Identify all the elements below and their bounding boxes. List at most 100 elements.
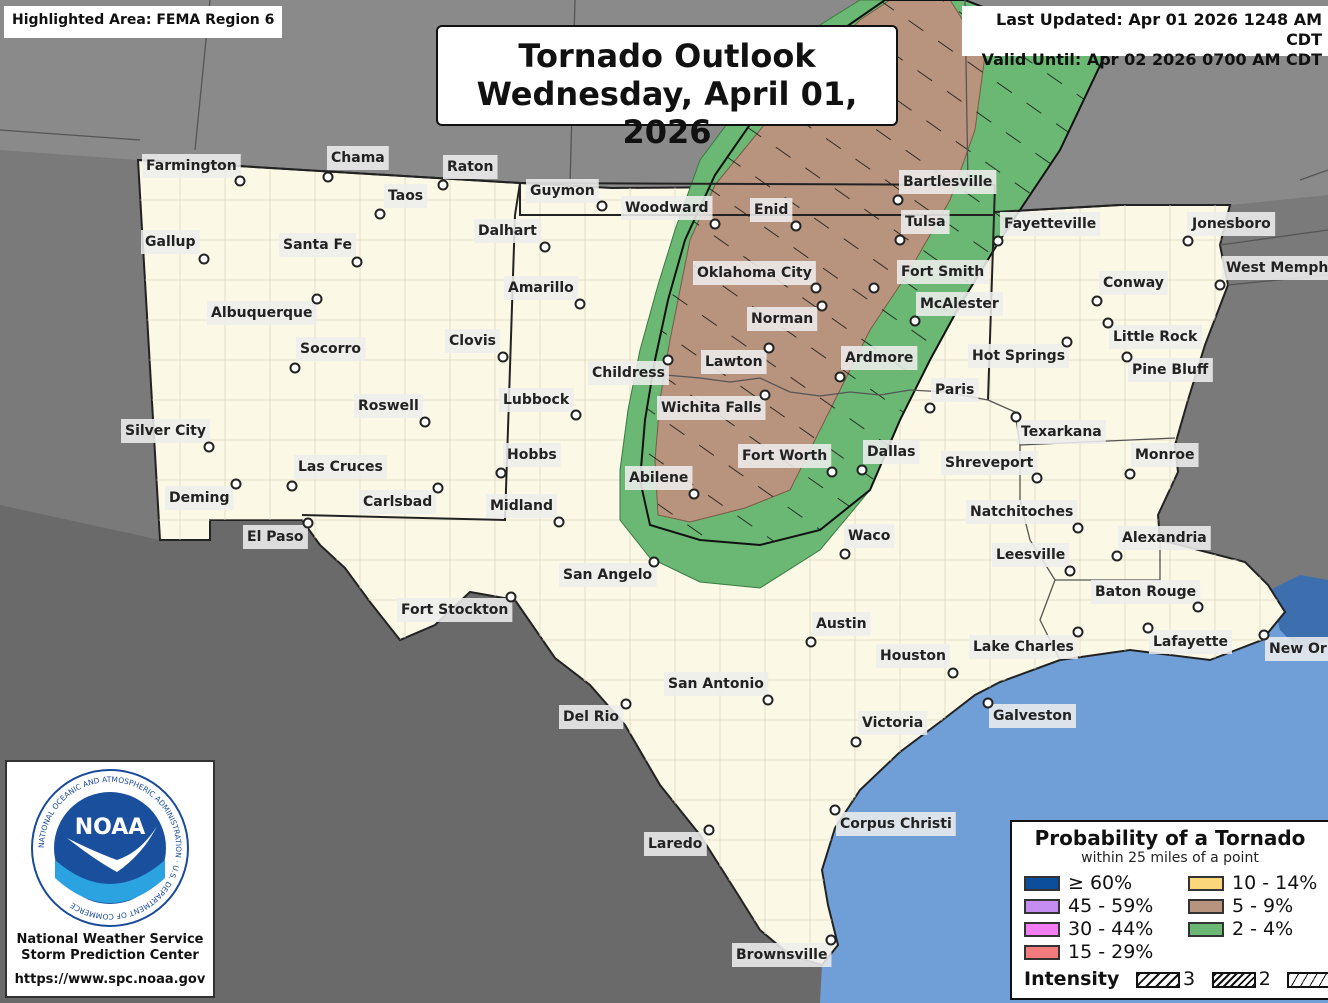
city-label-background (1128, 358, 1213, 382)
city-label-background (1091, 580, 1201, 604)
city-label: Shreveport (945, 455, 1034, 471)
city-label: Alexandria (1122, 530, 1207, 546)
city-label-background (526, 179, 599, 203)
city-marker: Paris (924, 378, 979, 414)
city-dot (662, 354, 674, 366)
city-label: Las Cruces (298, 459, 383, 475)
city-dot (839, 548, 851, 560)
city-label-background (931, 378, 979, 402)
city-label: Abilene (629, 470, 688, 486)
city-marker: Houston (876, 644, 959, 679)
legend-item-label: 5 - 9% (1232, 895, 1294, 917)
legend-swatch (1188, 876, 1224, 891)
update-info-box: Last Updated: Apr 01 2026 1248 AM CDT Va… (962, 6, 1328, 69)
city-marker: Hot Springs (968, 336, 1073, 368)
city-label: Leesville (996, 547, 1065, 563)
city-label-background (989, 704, 1076, 728)
city-label: Lawton (705, 354, 763, 370)
city-marker: Santa Fe (279, 233, 363, 268)
city-label-background (621, 196, 713, 220)
city-label-background (443, 155, 498, 179)
city-marker: Natchitoches (966, 500, 1084, 534)
city-marker: Carlsbad (359, 482, 444, 514)
city-label: Midland (490, 498, 553, 514)
legend-swatch (1024, 876, 1060, 891)
city-marker: McAlester (909, 292, 1003, 327)
city-label: Enid (754, 202, 788, 218)
city-marker: Waco (839, 524, 895, 560)
city-label: San Antonio (668, 676, 764, 692)
city-marker: Shreveport (941, 451, 1043, 484)
city-label: Fort Smith (901, 264, 984, 280)
intensity-3-swatch (1136, 971, 1181, 988)
city-marker: Pine Bluff (1121, 351, 1213, 382)
city-label-background (559, 705, 624, 729)
city-marker: Corpus Christi (829, 804, 956, 836)
city-label: Conway (1103, 275, 1164, 291)
city-label: Oklahoma City (697, 265, 812, 281)
city-dot (703, 824, 715, 836)
city-dot (553, 516, 565, 528)
legend-item-label: 2 - 4% (1232, 918, 1294, 940)
city-label-background (397, 598, 513, 622)
spc-url: https://www.spc.noaa.gov (14, 972, 206, 987)
city-marker: Guymon (526, 179, 608, 212)
city-label-background (701, 350, 767, 374)
city-label-background (1099, 271, 1168, 295)
city-marker: Texarkana (1010, 411, 1106, 444)
city-label: Albuquerque (211, 305, 313, 321)
city-dot (868, 282, 880, 294)
city-marker: Dallas (856, 440, 920, 476)
city-dot (620, 698, 632, 710)
city-marker: Norman (747, 300, 828, 331)
city-dot (1121, 351, 1133, 363)
city-dot (1031, 472, 1043, 484)
city-marker: San Angelo (559, 556, 660, 587)
city-label: Texarkana (1021, 424, 1102, 440)
city-dot (203, 441, 215, 453)
city-marker: Chama (322, 146, 389, 183)
city-label-background (243, 525, 308, 549)
city-label: Guymon (530, 183, 595, 199)
city-dot (286, 480, 298, 492)
city-label-background (858, 711, 928, 735)
city-label: Del Rio (563, 709, 619, 725)
city-label-background (863, 440, 920, 464)
city-dot (495, 467, 507, 479)
city-label: Baton Rouge (1095, 584, 1196, 600)
city-marker: Jonesboro (1182, 212, 1276, 247)
city-marker: Wichita Falls (657, 389, 771, 420)
legend-item: 2 - 4% (1188, 918, 1293, 940)
city-marker: Taos (374, 184, 428, 220)
city-marker: Roswell (354, 394, 431, 428)
legend-item: 45 - 59% (1024, 895, 1153, 917)
last-updated-text: Last Updated: Apr 01 2026 1248 AM CDT (996, 10, 1322, 49)
city-label-background (644, 832, 707, 856)
city-label-background (968, 344, 1070, 368)
city-dot (816, 300, 828, 312)
city-marker: Woodward (621, 196, 721, 230)
city-dot (198, 253, 210, 265)
city-label: Corpus Christi (840, 816, 952, 832)
city-dot (419, 416, 431, 428)
city-label: Jonesboro (1191, 216, 1271, 232)
legend-item-label: 45 - 59% (1068, 895, 1154, 917)
city-label: Dalhart (478, 223, 537, 239)
city-label: Houston (880, 648, 946, 664)
legend-item: 30 - 44% (1024, 918, 1153, 940)
city-label-background (941, 451, 1038, 475)
city-marker: Leesville (992, 543, 1076, 577)
city-dot (763, 342, 775, 354)
city-label-background (1000, 212, 1101, 236)
city-dot (1214, 279, 1226, 291)
outlook-title-box: Tornado Outlook Wednesday, April 01, 202… (436, 25, 898, 151)
city-label: Little Rock (1113, 329, 1198, 345)
city-marker: Hobbs (495, 443, 561, 479)
city-marker: Fort Worth (738, 444, 838, 478)
city-dot (992, 235, 1004, 247)
city-dot (234, 175, 246, 187)
city-marker: Laredo (644, 824, 715, 856)
city-dot (648, 556, 660, 568)
legend-swatch (1188, 899, 1224, 914)
legend-item-label: ≥ 60% (1068, 872, 1133, 894)
